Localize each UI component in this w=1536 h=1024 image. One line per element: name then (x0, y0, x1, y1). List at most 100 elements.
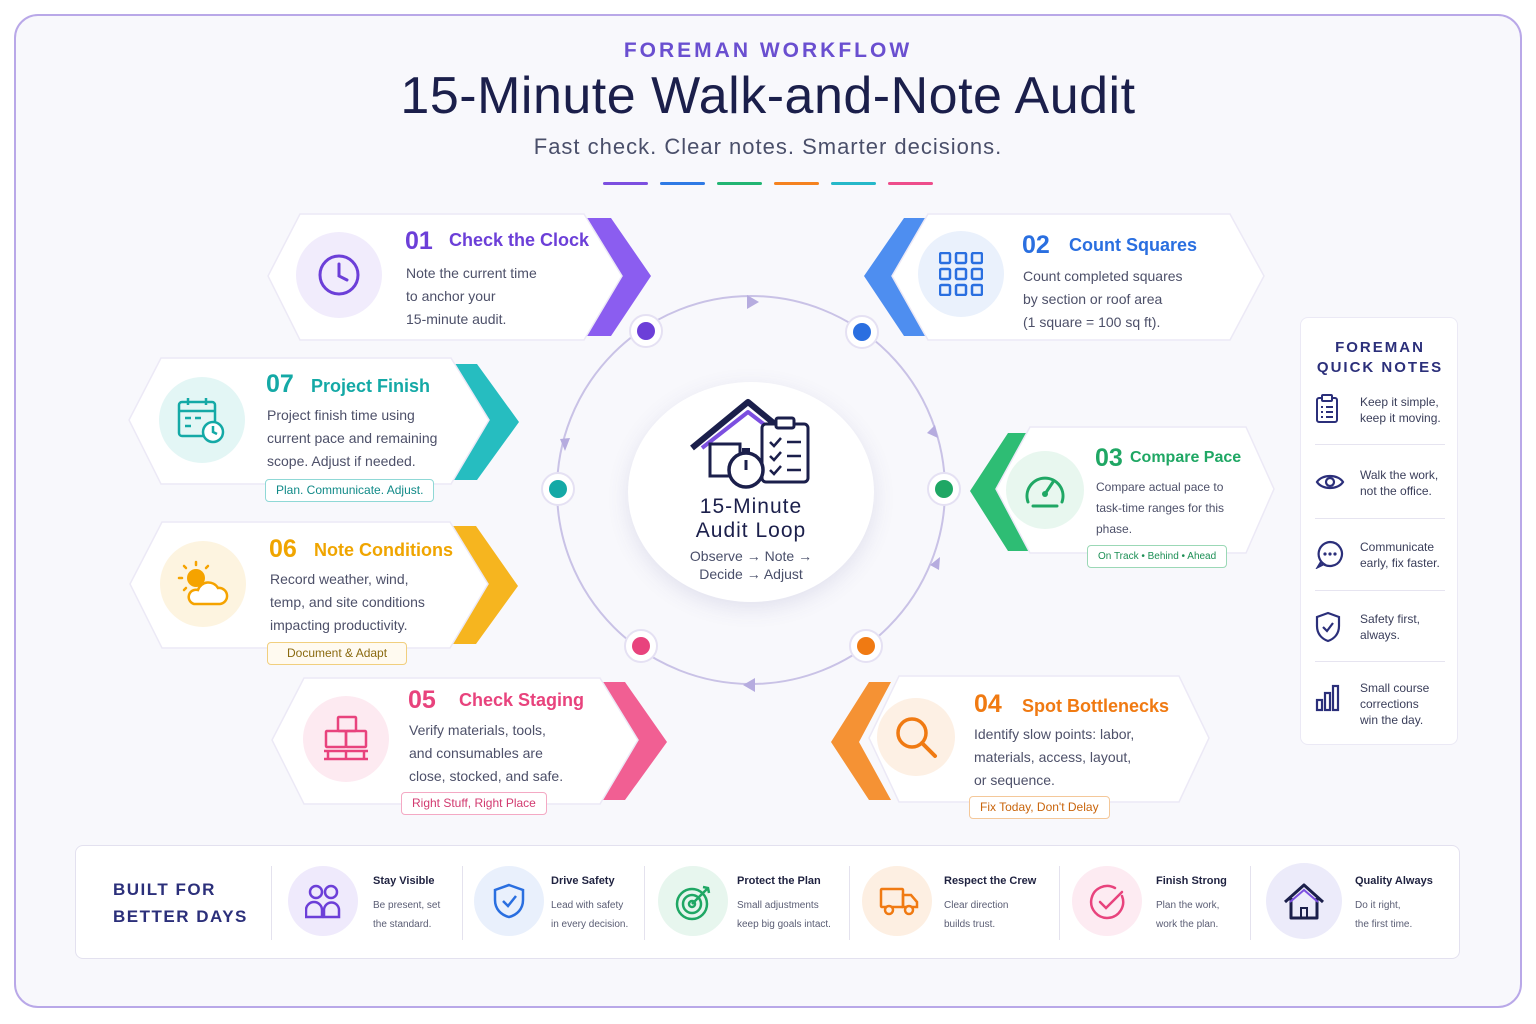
desc-line: current pace and remaining (267, 430, 438, 446)
step-description: Verify materials, tools, and consumables… (409, 719, 563, 788)
pallet-boxes-icon-disc (303, 696, 389, 782)
desc-line: Record weather, wind, (270, 571, 409, 587)
note-line: Communicate (1360, 540, 1435, 554)
grid-icon (939, 252, 983, 296)
quick-note-item: Safety first, always. (1315, 611, 1445, 683)
truck-icon (879, 887, 919, 916)
desc-line: temp, and site conditions (270, 594, 425, 610)
calendar-clock-icon (177, 398, 225, 444)
value-description: Be present, set the standard. (373, 896, 440, 934)
quick-note-text: Communicate early, fix faster. (1360, 539, 1450, 571)
value-line: Plan the work, (1156, 900, 1220, 911)
note-line: keep it moving. (1360, 411, 1441, 425)
status-tag: Plan. Communicate. Adjust. (265, 479, 435, 502)
value-line: keep big goals intact. (737, 919, 831, 930)
value-name: Drive Safety (551, 875, 615, 887)
chat-bubble-icon (1315, 540, 1344, 569)
quick-note-item: Walk the work, not the office. (1315, 467, 1445, 539)
step-description: Count completed squares by section or ro… (1023, 265, 1183, 334)
step-number: 06 (269, 535, 297, 563)
step-name: Spot Bottlenecks (1022, 696, 1170, 716)
magnifier-icon (896, 717, 937, 758)
desc-line: Identify slow points: labor, (974, 726, 1135, 742)
shield-icon-disc (474, 866, 544, 936)
step-name: Count Squares (1069, 235, 1198, 255)
desc-line: 15-minute audit. (406, 311, 507, 327)
note-line: corrections (1360, 697, 1419, 711)
quick-note-text: Safety first, always. (1360, 611, 1450, 643)
note-divider (1315, 661, 1445, 662)
desc-line: (1 square = 100 sq ft). (1023, 314, 1161, 330)
desc-line: Note the current time (406, 265, 537, 281)
step-card-02: 02 Count Squares Count completed squares… (862, 210, 1267, 344)
quick-notes-title: FOREMAN QUICK NOTES (1301, 338, 1459, 378)
value-description: Plan the work, work the plan. (1156, 896, 1219, 934)
check-circle-icon (1089, 884, 1125, 920)
step-description: Note the current time to anchor your 15-… (406, 262, 537, 331)
value-line: in every decision. (551, 919, 629, 930)
dash (888, 182, 933, 185)
step-name: Check Staging (459, 690, 585, 710)
center-title-line: 15-Minute (699, 495, 803, 518)
value-line: Do it right, (1355, 900, 1401, 911)
quick-notes-title-line: FOREMAN (1335, 339, 1425, 356)
step-card-01: 01 Check the Clock Note the current time… (266, 210, 656, 344)
clock-icon-disc (296, 232, 382, 318)
value-name: Quality Always (1355, 875, 1433, 887)
quick-note-item: Small course corrections win the day. (1315, 680, 1445, 752)
clipboard-icon (1316, 394, 1338, 423)
status-tag: Document & Adapt (267, 642, 408, 665)
note-line: Keep it simple, (1360, 395, 1439, 409)
note-line: Walk the work, (1360, 468, 1439, 482)
bar-chart-icon (1315, 684, 1340, 712)
value-line: builds trust. (944, 919, 996, 930)
values-strip: BUILT FOR BETTER DAYS Stay Visible Be pr… (75, 845, 1460, 959)
center-title-line: Audit Loop (695, 519, 807, 542)
step-number: 05 (408, 686, 436, 714)
desc-line: by section or roof area (1023, 291, 1163, 307)
shield-check-icon (493, 883, 525, 919)
note-line: always. (1360, 628, 1401, 642)
speedometer-icon (1025, 476, 1065, 508)
value-line: Clear direction (944, 900, 1009, 911)
value-name: Finish Strong (1156, 875, 1227, 887)
desc-line: or sequence. (974, 772, 1055, 788)
magnifier-icon-disc (877, 698, 955, 776)
step-number: 02 (1022, 231, 1050, 259)
target-icon-disc (658, 866, 728, 936)
step-card-03: 03 Compare Pace Compare actual pace to t… (968, 423, 1276, 568)
step-name: Project Finish (311, 376, 431, 396)
step-name: Compare Pace (1130, 449, 1242, 466)
step-card-05: 05 Check Staging Verify materials, tools… (270, 674, 670, 815)
value-description: Clear direction builds trust. (944, 896, 1008, 934)
sun-cloud-icon-disc (160, 541, 246, 627)
desc-line: task-time ranges for this (1096, 501, 1225, 515)
value-divider (462, 866, 463, 940)
value-name: Protect the Plan (737, 875, 821, 887)
desc-line: Count completed squares (1023, 268, 1183, 284)
quick-note-text: Keep it simple, keep it moving. (1360, 394, 1450, 426)
desc-line: to anchor your (406, 288, 496, 304)
note-line: early, fix faster. (1360, 556, 1440, 570)
sun-cloud-icon (177, 560, 229, 606)
value-line: the standard. (373, 919, 432, 930)
status-tag: Fix Today, Don't Delay (969, 796, 1110, 819)
page-title: 15-Minute Walk-and-Note Audit (400, 67, 1136, 125)
value-line: Be present, set (373, 900, 441, 911)
speedometer-icon-disc (1006, 451, 1084, 529)
kicker: FOREMAN WORKFLOW (623, 39, 913, 62)
step-description: Compare actual pace to task-time ranges … (1096, 477, 1224, 540)
card-shape (831, 675, 1210, 803)
people-icon-disc (288, 866, 358, 936)
step-number: 07 (266, 370, 294, 398)
value-divider (1059, 866, 1060, 940)
desc-line: close, stocked, and safe. (409, 768, 564, 784)
note-divider (1315, 444, 1445, 445)
grid-icon-disc (918, 231, 1004, 317)
value-divider (1250, 866, 1251, 940)
step-description: Project finish time using current pace a… (267, 404, 437, 473)
value-divider (271, 866, 272, 940)
note-divider (1315, 590, 1445, 591)
note-line: not the office. (1360, 484, 1432, 498)
quick-notes-title-line: QUICK NOTES (1316, 359, 1444, 376)
